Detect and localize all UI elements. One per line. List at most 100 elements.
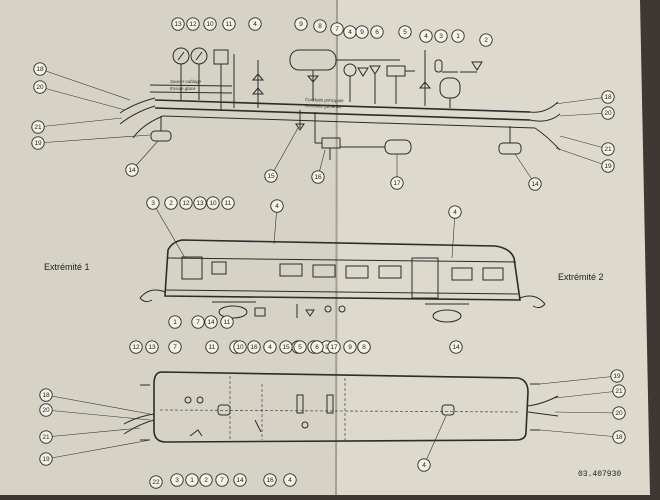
callout-schematic-top-11: 5 <box>398 25 412 39</box>
callout-number: 4 <box>275 203 279 210</box>
callout-number: 1 <box>173 319 177 326</box>
leader-line <box>39 86 126 111</box>
exhaust-2 <box>471 61 483 71</box>
callout-schematic-right-0: 18 <box>601 90 615 104</box>
callout-circle <box>370 25 384 39</box>
leader-line <box>554 390 620 399</box>
callout-plan-top-4: 10 <box>233 340 247 354</box>
leader-line <box>270 127 299 177</box>
callout-number: 14 <box>452 344 460 351</box>
general-pipe <box>154 107 531 121</box>
callout-number: 16 <box>266 477 274 484</box>
callout-plan-top-1: 13 <box>145 340 159 354</box>
callout-circle <box>601 159 615 173</box>
callout-circle <box>170 473 184 487</box>
car-body <box>164 239 521 301</box>
leader-line <box>539 375 618 385</box>
line-2 <box>149 91 233 94</box>
callout-circle <box>220 315 234 329</box>
callout-number: 19 <box>604 163 612 170</box>
callout-circle <box>222 17 236 31</box>
callout-number: 2 <box>484 37 488 44</box>
main-pipe <box>154 99 531 113</box>
leader-line <box>37 134 151 144</box>
callout-number: 8 <box>362 344 366 351</box>
callout-plan-bottom-3: 2 <box>199 473 213 487</box>
callout-number: 15 <box>267 173 275 180</box>
reference-number: 03.407930 <box>578 470 621 479</box>
callout-circle <box>294 17 308 31</box>
callout-schematic-left-4: 14 <box>125 163 139 177</box>
callout-circle <box>205 340 219 354</box>
callout-number: 4 <box>268 344 272 351</box>
callout-schematic-top-6: 8 <box>313 19 327 33</box>
callout-number: 16 <box>314 174 322 181</box>
callout-circle <box>247 340 261 354</box>
callout-circle <box>171 17 185 31</box>
leader-line <box>45 394 151 415</box>
callout-schematic-top-3: 11 <box>222 17 236 31</box>
callout-plan-left-0: 18 <box>39 388 53 402</box>
callout-plan-bottom-8: 4 <box>417 458 431 472</box>
leader-line <box>423 415 447 466</box>
callout-number: 6 <box>375 29 379 36</box>
callout-circle <box>39 452 53 466</box>
callout-number: 11 <box>225 200 232 207</box>
callout-circle <box>186 17 200 31</box>
railcar-plan-view <box>123 371 559 443</box>
leader-line <box>45 439 151 460</box>
callout-number: 2 <box>169 200 173 207</box>
leader-line <box>539 429 620 438</box>
callout-circle <box>310 340 324 354</box>
callout-circle <box>233 340 247 354</box>
callout-schematic-left-3: 19 <box>31 136 45 150</box>
callout-schematic-mid-2: 17 <box>390 176 404 190</box>
callout-circle <box>221 196 235 210</box>
callout-circle <box>191 315 205 329</box>
callout-number: 20 <box>615 410 623 417</box>
callout-circle <box>215 473 229 487</box>
callout-schematic-top-10: 6 <box>370 25 384 39</box>
callout-schematic-top-4: 4 <box>248 17 262 31</box>
leader-line <box>39 68 131 101</box>
callout-schematic-right-2: 21 <box>601 142 615 156</box>
callout-circle <box>149 475 163 489</box>
callout-number: 22 <box>152 479 160 486</box>
callout-circle <box>528 177 542 191</box>
callout-plan-top-6: 16 <box>247 340 261 354</box>
callout-number: 7 <box>335 26 339 33</box>
callout-circle <box>449 340 463 354</box>
callout-circle <box>327 340 341 354</box>
callout-circle <box>355 25 369 39</box>
callout-plan-bottom-6: 16 <box>263 473 277 487</box>
callout-circle <box>264 169 278 183</box>
leader-line <box>45 409 151 421</box>
callout-plan-top-5: 4 <box>263 340 277 354</box>
callout-circle <box>601 90 615 104</box>
callout-circle <box>248 17 262 31</box>
callout-number: 4 <box>424 33 428 40</box>
plan-bogie-1 <box>217 404 231 416</box>
callout-plan-right-0: 19 <box>610 369 624 383</box>
callout-number: 13 <box>174 21 182 28</box>
plan-body <box>153 371 529 443</box>
callout-schematic-right-3: 19 <box>601 159 615 173</box>
callout-side-top-2: 12 <box>179 196 193 210</box>
callout-number: 18 <box>36 66 44 73</box>
callout-circle <box>203 17 217 31</box>
callout-circle <box>434 29 448 43</box>
callout-circle <box>145 340 159 354</box>
callout-plan-left-3: 19 <box>39 452 53 466</box>
leader-line <box>559 112 609 117</box>
line-1 <box>149 84 233 87</box>
callout-schematic-right-1: 20 <box>601 106 615 120</box>
callout-circle <box>39 403 53 417</box>
callout-number: 16 <box>250 344 258 351</box>
callout-number: 9 <box>325 344 329 351</box>
callout-circle <box>263 473 277 487</box>
callout-plan-top-2: 7 <box>168 340 182 354</box>
callout-circle <box>610 369 624 383</box>
callout-circle <box>330 22 344 36</box>
callout-number: 11 <box>209 344 216 351</box>
